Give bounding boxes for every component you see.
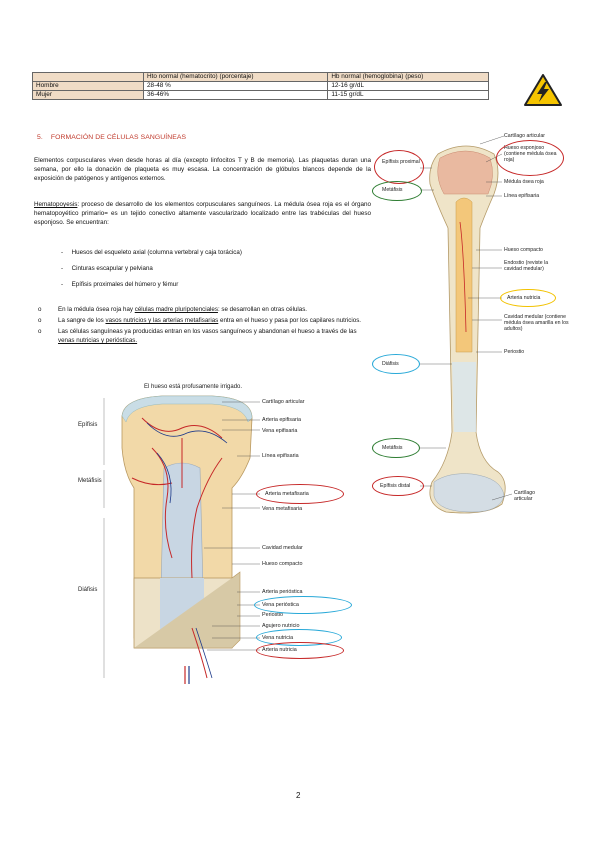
table-cell: 28-48 % bbox=[142, 81, 329, 91]
highlight-epifisis-distal bbox=[372, 476, 424, 496]
highlight-vena-periostica bbox=[254, 596, 352, 614]
text-part: entra en el hueso y pasa por los capilar… bbox=[218, 317, 362, 324]
label-vena-metafisaria: Vena metafisaria bbox=[262, 506, 303, 512]
text-part: En la médula ósea roja hay bbox=[58, 306, 135, 313]
text-underlined: venas nutricias y periósticas. bbox=[58, 337, 138, 344]
highlight-epifisis-proximal bbox=[374, 150, 424, 184]
table-cell-label: Hombre bbox=[32, 81, 144, 91]
section-number: 5. bbox=[37, 134, 43, 141]
list-item-text: En la médula ósea roja hay células madre… bbox=[58, 305, 307, 314]
label-endostio: Endostio (reviste la cavidad medular) bbox=[504, 260, 549, 272]
region-label-diafisis: Diáfisis bbox=[78, 587, 98, 593]
list-item-text: Huesos del esqueleto axial (columna vert… bbox=[71, 249, 242, 256]
highlight-metafisis-distal bbox=[372, 438, 420, 458]
label-arteria-epifisaria: Arteria epifisaria bbox=[262, 417, 301, 423]
table-row: Hombre 28-48 % 12-16 gr/dL bbox=[32, 81, 489, 91]
label-linea-epifisaria: Línea epifisaria bbox=[262, 453, 299, 459]
list-item: o Las células sanguíneas ya producidas e… bbox=[38, 327, 368, 345]
label-periostio: Periostio bbox=[262, 612, 283, 618]
label-agujero-nutricio: Agujero nutricio bbox=[262, 623, 300, 629]
table-header-row: Hto normal (hematocrito) (porcentaje) Hb… bbox=[32, 72, 489, 82]
label-hueso-compacto: Hueso compacto bbox=[504, 247, 543, 253]
label-cartilago-articular-bottom: Cartílago articular bbox=[514, 490, 536, 502]
list-item: o En la médula ósea roja hay células mad… bbox=[38, 305, 368, 314]
highlight-hueso-esponjoso bbox=[496, 140, 564, 176]
dash-list: - Huesos del esqueleto axial (columna ve… bbox=[61, 248, 242, 289]
table-cell: 11-15 gr/dL bbox=[327, 90, 489, 100]
paragraph-lifespan: Elementos corpusculares viven desde hora… bbox=[34, 157, 371, 182]
circle-bullet-icon: o bbox=[38, 317, 42, 324]
label-hueso-compacto: Hueso compacto bbox=[262, 561, 303, 567]
text-part: Las células sanguíneas ya producidas ent… bbox=[58, 328, 357, 335]
hematopoyesis-text: : proceso de desarrollo de los elementos… bbox=[34, 201, 371, 226]
high-voltage-warning-icon bbox=[524, 74, 562, 106]
highlight-arteria-nutricia bbox=[256, 642, 344, 659]
list-item-text: La sangre de los vasos nutricios y las a… bbox=[58, 316, 361, 325]
text-underlined: células madre pluripotenciales bbox=[134, 306, 218, 313]
table-header-cell: Hb normal (hemoglobina) (peso) bbox=[327, 72, 489, 82]
label-cavidad-medular: Cavidad medular bbox=[262, 545, 303, 551]
circle-list: o En la médula ósea roja hay células mad… bbox=[38, 305, 368, 345]
table-header-cell: Hto normal (hematocrito) (porcentaje) bbox=[142, 72, 329, 82]
humerus-illustration bbox=[420, 135, 513, 514]
label-vena-epifisaria: Vena epifisaria bbox=[262, 428, 298, 434]
label-periostio: Periostio bbox=[504, 349, 525, 355]
list-item-text: Las células sanguíneas ya producidas ent… bbox=[58, 327, 368, 345]
highlight-diafisis bbox=[372, 354, 420, 374]
label-linea-epifisaria: Línea epifisaria bbox=[504, 193, 540, 199]
paragraph-hematopoyesis: Hematopoyesis: proceso de desarrollo de … bbox=[34, 201, 371, 227]
list-item: - Cinturas escapular y pelviana bbox=[61, 265, 153, 272]
section-title: 5. FORMACIÓN DE CÉLULAS SANGUÍNEAS bbox=[37, 134, 186, 141]
list-item-text: Cinturas escapular y pelviana bbox=[71, 265, 153, 272]
highlight-arteria-nutricia bbox=[500, 289, 556, 307]
region-label-epifisis: Epífisis bbox=[78, 422, 98, 428]
list-item: - Huesos del esqueleto axial (columna ve… bbox=[61, 249, 242, 256]
bone-irrigation-figure: El hueso está profusamente irrigado. Epí… bbox=[72, 378, 362, 688]
hemoglobin-table: Hto normal (hematocrito) (porcentaje) Hb… bbox=[32, 72, 489, 100]
page-number: 2 bbox=[296, 791, 301, 800]
table-cell: 36-46% bbox=[142, 90, 329, 100]
list-item-text: Epífisis proximales del húmero y fémur bbox=[71, 281, 179, 288]
section-title-text: FORMACIÓN DE CÉLULAS SANGUÍNEAS bbox=[50, 134, 187, 141]
table-header-cell bbox=[32, 72, 144, 82]
figure-caption: El hueso está profusamente irrigado. bbox=[144, 384, 243, 390]
bone-section-illustration bbox=[103, 395, 260, 684]
label-arteria-periostica: Arteria perióstica bbox=[262, 589, 303, 595]
table-cell: 12-16 gr/dL bbox=[327, 81, 489, 91]
label-medula-osea-roja: Médula ósea roja bbox=[504, 179, 544, 185]
label-cartilago-articular: Cartílago articular bbox=[262, 399, 305, 405]
table-row: Mujer 36-46% 11-15 gr/dL bbox=[32, 90, 489, 100]
text-underlined: vasos nutricios y las arterias metafisar… bbox=[105, 317, 219, 324]
list-item: o La sangre de los vasos nutricios y las… bbox=[38, 316, 368, 325]
circle-bullet-icon: o bbox=[38, 328, 42, 335]
highlight-arteria-metafisaria bbox=[256, 484, 344, 504]
humerus-figure: Epífisis proximal Metáfisis Diáfisis Met… bbox=[372, 132, 576, 532]
hematopoyesis-term: Hematopoyesis bbox=[34, 201, 78, 208]
label-cartilago-articular-top: Cartílago articular bbox=[504, 133, 545, 139]
region-label-metafisis: Metáfisis bbox=[78, 478, 102, 484]
circle-bullet-icon: o bbox=[38, 306, 42, 313]
list-item: - Epífisis proximales del húmero y fémur bbox=[61, 281, 179, 288]
text-part: : se desarrollan en otras células. bbox=[217, 306, 308, 313]
table-cell-label: Mujer bbox=[32, 90, 144, 100]
label-cavidad-medular: Cavidad medular (contiene médula ósea am… bbox=[504, 314, 569, 332]
highlight-metafisis-proximal bbox=[372, 181, 422, 201]
text-part: La sangre de los bbox=[58, 317, 106, 324]
